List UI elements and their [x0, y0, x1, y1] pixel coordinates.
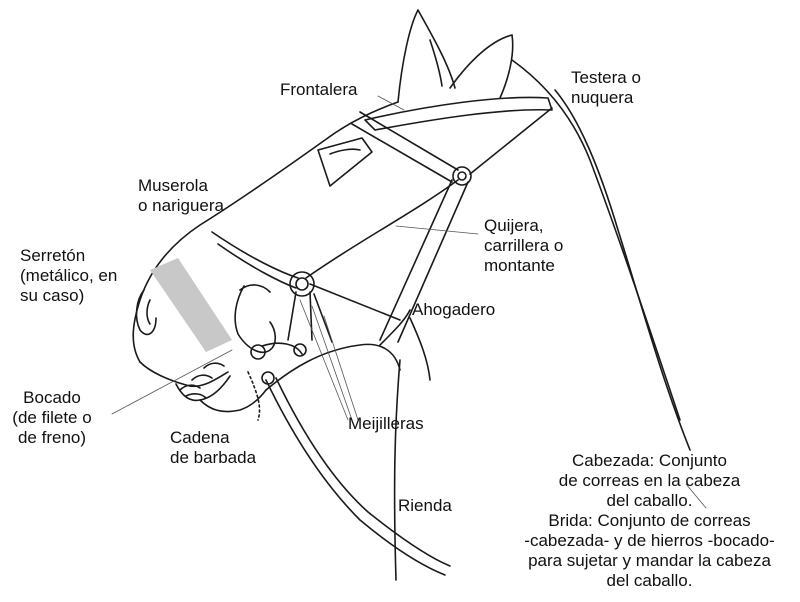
- noseband-ring: [289, 271, 315, 297]
- leader-quijera: [395, 225, 479, 235]
- note-cabezada-line-2: de correas en la cabeza: [558, 471, 741, 490]
- horse-ear-back: [397, 9, 456, 103]
- horse-face-profile: [132, 101, 399, 363]
- leader-cabezada: [685, 483, 707, 509]
- cheek-strap: [379, 179, 469, 343]
- note-brida-line-3: para sujetar y mandar la cabeza: [528, 551, 771, 570]
- label-bocado: Bocado (de filete o de freno): [12, 388, 92, 447]
- definitions-note: Cabezada: Conjunto de correas en la cabe…: [492, 451, 800, 602]
- bit-ring: [250, 344, 266, 360]
- curb-chain: [247, 371, 261, 421]
- horse-ear-front: [449, 34, 514, 99]
- serreton-band: [150, 258, 232, 352]
- note-cabezada-line-3: del caballo.: [606, 491, 693, 510]
- label-serreton: Serretón (metálico, en su caso): [20, 246, 118, 305]
- horse-neck-top: [511, 59, 681, 421]
- horse-chin: [199, 389, 267, 413]
- leader-meijilleras-3: [323, 315, 359, 421]
- label-frontalera: Frontalera: [280, 80, 358, 99]
- note-brida-line-4: del caballo.: [606, 571, 693, 590]
- horse-jaw: [265, 343, 401, 391]
- leader-meijilleras-1: [299, 299, 349, 421]
- label-rienda: Rienda: [398, 496, 452, 515]
- horse-mouth: [139, 361, 229, 388]
- note-brida-line-2: -cabezada- y de hierros -bocado-: [524, 531, 775, 550]
- label-ahogadero: Ahogadero: [412, 300, 496, 319]
- crown-strap: [364, 96, 553, 131]
- leader-frontalera: [377, 95, 405, 111]
- horse-teeth: [179, 362, 225, 399]
- leader-bocado: [111, 349, 233, 415]
- bit-shank: [234, 285, 277, 354]
- browband-ring: [452, 166, 472, 186]
- browband-strap: [351, 111, 459, 183]
- label-muserola: Muserola o nariguera: [138, 176, 225, 215]
- note-cabezada-line-1: Cabezada: Conjunto: [571, 451, 727, 470]
- note-brida-line-1: Brida: Conjunto de correas: [548, 511, 751, 530]
- noseband-strap: [211, 231, 299, 289]
- horse-eye: [317, 137, 373, 187]
- horse-nostril: [135, 289, 157, 336]
- label-quijera: Quijera, carrillera o montante: [484, 216, 564, 275]
- leader-meijilleras-2: [311, 305, 353, 421]
- throatlatch-strap: [309, 283, 401, 321]
- label-meijilleras: Meijilleras: [348, 414, 424, 433]
- label-testera: Testera o nuquera: [571, 68, 641, 107]
- horse-neck-bottom: [393, 359, 401, 581]
- label-cadena-barbada: Cadena de barbada: [170, 428, 257, 467]
- rein-left: [265, 379, 446, 576]
